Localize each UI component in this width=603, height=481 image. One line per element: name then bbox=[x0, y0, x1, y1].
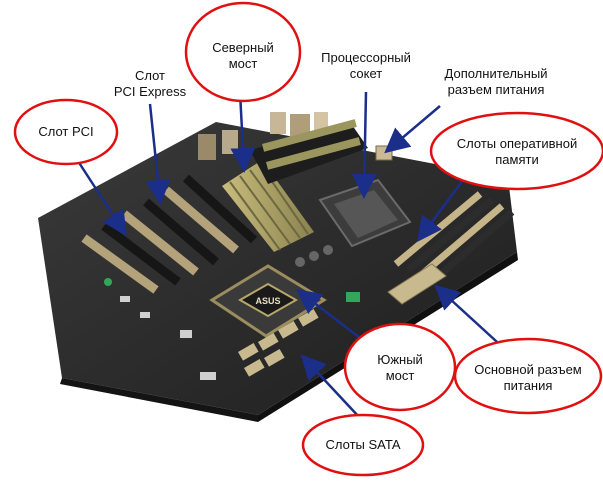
callout-southbridge bbox=[343, 322, 457, 412]
pointer-pcie bbox=[145, 103, 171, 205]
pointer-northbridge bbox=[230, 91, 256, 173]
asus-logo: ASUS bbox=[255, 296, 280, 306]
pointers bbox=[74, 91, 509, 419]
callout-northbridge bbox=[184, 1, 302, 103]
callout-ram bbox=[429, 111, 603, 191]
label-sata-slots: Слоты SATA bbox=[325, 437, 401, 452]
pointer-cpu bbox=[351, 91, 377, 199]
board-components bbox=[104, 245, 360, 380]
label-aux-power: Дополнительный разъем питания bbox=[444, 66, 548, 97]
label-southbridge: Южный мост bbox=[377, 352, 423, 383]
expansion-slots bbox=[81, 174, 258, 294]
pointer-southbridge bbox=[296, 288, 369, 345]
callout-pci bbox=[13, 98, 119, 166]
label-pcie-slot: Слот PCI Express bbox=[113, 68, 187, 99]
callout-main-power bbox=[453, 337, 603, 415]
pointer-aux-power bbox=[384, 105, 441, 154]
label-northbridge: Северный мост bbox=[212, 40, 274, 71]
pointer-pci bbox=[74, 157, 127, 237]
label-cpu-socket: Процессорный сокет bbox=[321, 50, 411, 81]
label-pci-slot: Слот PCI bbox=[38, 124, 94, 139]
main-power-connector bbox=[387, 263, 447, 305]
southbridge-heatsink: ASUS bbox=[209, 264, 327, 338]
pcb-edge bbox=[60, 378, 258, 422]
label-ram-slots: Слоты оперативной памяти bbox=[456, 136, 578, 167]
pointer-sata bbox=[300, 354, 361, 419]
pointer-ram bbox=[417, 175, 468, 243]
vrm-heatsink bbox=[250, 119, 368, 184]
callouts bbox=[13, 1, 603, 477]
callout-sata bbox=[301, 413, 425, 477]
label-main-power: Основной разъем питания bbox=[474, 362, 582, 393]
